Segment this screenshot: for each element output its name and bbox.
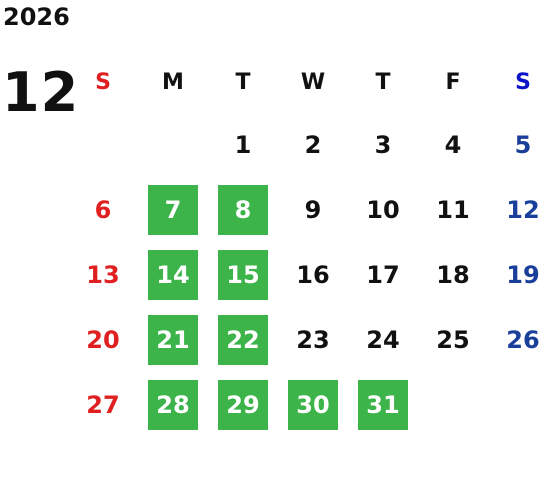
calendar-day-cell[interactable]: 23 bbox=[278, 307, 348, 372]
day-number: 6 bbox=[94, 195, 112, 224]
calendar-empty-cell bbox=[68, 112, 138, 177]
month-number: 12 bbox=[2, 61, 80, 124]
calendar-week-row: 27 28 29 30 31 bbox=[68, 372, 548, 437]
calendar-day-cell[interactable]: 17 bbox=[348, 242, 418, 307]
calendar-day-cell[interactable]: 11 bbox=[418, 177, 488, 242]
calendar-day-cell[interactable]: 9 bbox=[278, 177, 348, 242]
day-number: 1 bbox=[234, 130, 252, 159]
calendar-empty-cell bbox=[488, 372, 548, 437]
calendar-day-cell[interactable]: 5 bbox=[488, 112, 548, 177]
day-number: 20 bbox=[86, 325, 120, 354]
calendar-day-cell[interactable]: 29 bbox=[208, 372, 278, 437]
calendar-week-row: 13 14 15 16 17 18 19 bbox=[68, 242, 548, 307]
day-number bbox=[78, 120, 128, 170]
calendar-day-cell[interactable]: 20 bbox=[68, 307, 138, 372]
calendar-day-cell[interactable]: 12 bbox=[488, 177, 548, 242]
calendar-day-cell[interactable]: 7 bbox=[138, 177, 208, 242]
year-label: 2026 bbox=[3, 3, 70, 31]
weekday-header-saturday: S bbox=[515, 69, 531, 95]
highlighted-day-number: 15 bbox=[218, 249, 268, 300]
calendar-day-cell[interactable]: 8 bbox=[208, 177, 278, 242]
day-number: 2 bbox=[304, 130, 322, 159]
highlighted-day-number: 21 bbox=[148, 314, 198, 365]
day-number: 17 bbox=[366, 260, 400, 289]
calendar-day-cell[interactable]: 15 bbox=[208, 242, 278, 307]
highlighted-day-number: 28 bbox=[148, 379, 198, 430]
day-number: 3 bbox=[374, 130, 392, 159]
day-number: 16 bbox=[296, 260, 330, 289]
calendar-day-cell[interactable]: 21 bbox=[138, 307, 208, 372]
weekday-header-row: S M T W T F S bbox=[68, 52, 548, 112]
calendar-day-cell[interactable]: 14 bbox=[138, 242, 208, 307]
weekday-header-monday: M bbox=[162, 69, 184, 95]
calendar-day-cell[interactable]: 6 bbox=[68, 177, 138, 242]
highlighted-day-number: 7 bbox=[148, 184, 198, 235]
highlighted-day-number: 30 bbox=[288, 379, 338, 430]
weekday-header-tuesday: T bbox=[235, 69, 251, 95]
highlighted-day-number: 29 bbox=[218, 379, 268, 430]
day-number: 23 bbox=[296, 325, 330, 354]
day-number: 12 bbox=[506, 195, 540, 224]
calendar-empty-cell bbox=[138, 112, 208, 177]
day-number: 26 bbox=[506, 325, 540, 354]
calendar-day-cell[interactable]: 4 bbox=[418, 112, 488, 177]
highlighted-day-number: 31 bbox=[358, 379, 408, 430]
highlighted-day-number: 14 bbox=[148, 249, 198, 300]
day-number: 19 bbox=[506, 260, 540, 289]
day-number: 25 bbox=[436, 325, 470, 354]
day-number: 24 bbox=[366, 325, 400, 354]
calendar-day-cell[interactable]: 2 bbox=[278, 112, 348, 177]
day-number bbox=[498, 380, 548, 430]
day-number: 18 bbox=[436, 260, 470, 289]
day-number: 5 bbox=[514, 130, 532, 159]
calendar-day-cell[interactable]: 3 bbox=[348, 112, 418, 177]
calendar-day-cell[interactable]: 26 bbox=[488, 307, 548, 372]
calendar-day-cell[interactable]: 16 bbox=[278, 242, 348, 307]
calendar-day-cell[interactable]: 24 bbox=[348, 307, 418, 372]
calendar-day-cell[interactable]: 1 bbox=[208, 112, 278, 177]
day-number: 11 bbox=[436, 195, 470, 224]
weekday-header-sunday: S bbox=[95, 69, 111, 95]
calendar-day-cell[interactable]: 31 bbox=[348, 372, 418, 437]
calendar-day-cell[interactable]: 10 bbox=[348, 177, 418, 242]
day-number: 4 bbox=[444, 130, 462, 159]
calendar-day-cell[interactable]: 28 bbox=[138, 372, 208, 437]
calendar-day-cell[interactable]: 19 bbox=[488, 242, 548, 307]
day-number: 10 bbox=[366, 195, 400, 224]
calendar-day-cell[interactable]: 13 bbox=[68, 242, 138, 307]
highlighted-day-number: 8 bbox=[218, 184, 268, 235]
day-number: 27 bbox=[86, 390, 120, 419]
highlighted-day-number: 22 bbox=[218, 314, 268, 365]
calendar-day-cell[interactable]: 25 bbox=[418, 307, 488, 372]
calendar-week-row: 1 2 3 4 5 bbox=[68, 112, 548, 177]
calendar-week-row: 20 21 22 23 24 25 26 bbox=[68, 307, 548, 372]
calendar-day-cell[interactable]: 18 bbox=[418, 242, 488, 307]
day-number bbox=[428, 380, 478, 430]
day-number bbox=[148, 120, 198, 170]
weekday-header-wednesday: W bbox=[300, 69, 326, 95]
calendar-day-cell[interactable]: 30 bbox=[278, 372, 348, 437]
day-number: 9 bbox=[304, 195, 322, 224]
weekday-header-friday: F bbox=[445, 69, 461, 95]
calendar-day-cell[interactable]: 27 bbox=[68, 372, 138, 437]
weekday-header-thursday: T bbox=[375, 69, 391, 95]
calendar-empty-cell bbox=[418, 372, 488, 437]
day-number: 13 bbox=[86, 260, 120, 289]
calendar-day-cell[interactable]: 22 bbox=[208, 307, 278, 372]
